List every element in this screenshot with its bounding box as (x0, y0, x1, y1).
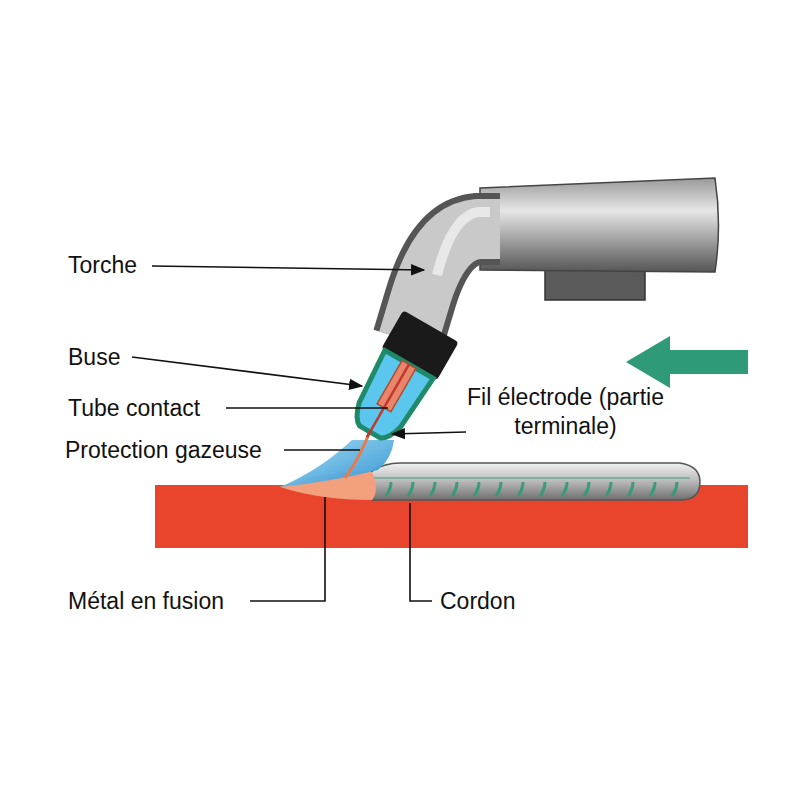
nozzle (346, 350, 433, 446)
leader-lines (132, 266, 466, 601)
part-label: Torche (68, 251, 137, 280)
weld-bead (360, 463, 700, 500)
part-label: Buse (68, 343, 120, 372)
torch-handle (480, 178, 719, 272)
part-label: Cordon (440, 587, 515, 616)
part-label: Protection gazeuse (65, 436, 262, 465)
bead-ripples (372, 482, 692, 500)
part-label: Tube contact (68, 394, 200, 423)
travel-arrow (626, 336, 748, 388)
nozzle-assembly (339, 310, 458, 453)
gas-shield (280, 440, 394, 487)
part-label: Métal en fusion (68, 587, 224, 616)
part-label: Fil électrode (partie terminale) (458, 383, 673, 441)
